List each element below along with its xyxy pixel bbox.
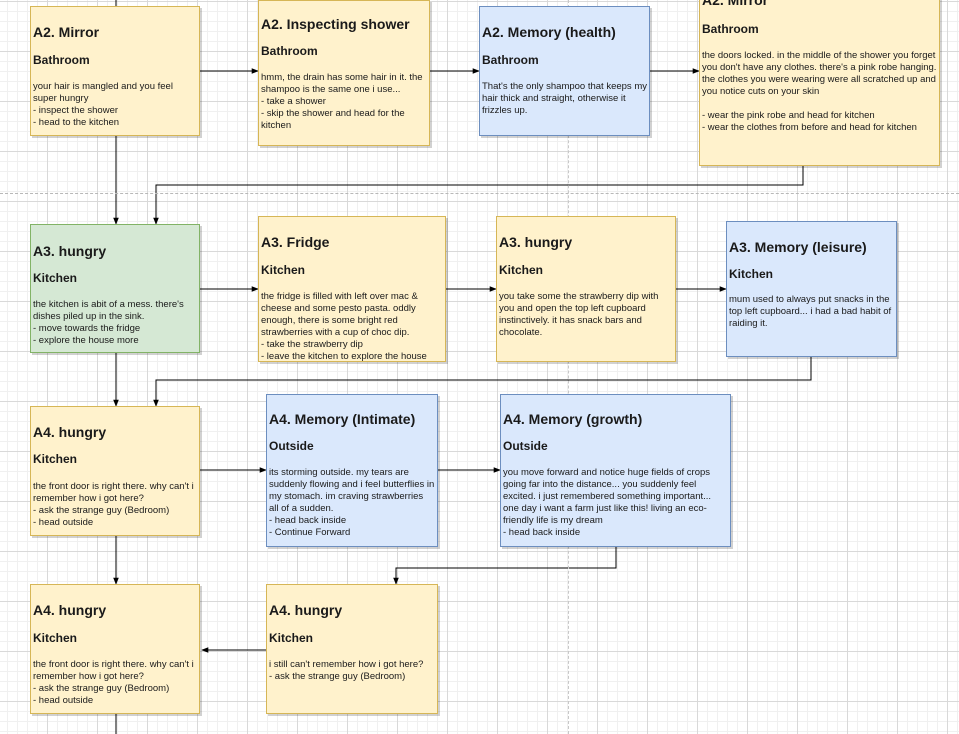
page-break-line [568, 0, 569, 734]
story-card[interactable]: A2. Mirror Bathroom your hair is mangled… [30, 6, 200, 136]
card-location: Bathroom [702, 22, 759, 36]
story-card[interactable]: A4. hungry Kitchen i still can't remembe… [266, 584, 438, 714]
card-location: Bathroom [261, 44, 318, 58]
memory-card[interactable]: A3. Memory (leisure) Kitchen mum used to… [726, 221, 897, 357]
card-location: Bathroom [482, 53, 539, 67]
card-text: you move forward and notice huge fields … [503, 467, 712, 538]
story-card[interactable]: A2. Inspecting shower Bathroom hmm, the … [258, 0, 430, 146]
card-text: its storming outside. my tears are sudde… [269, 467, 435, 538]
card-text: you take some the strawberry dip with yo… [499, 291, 662, 338]
card-location: Outside [503, 439, 548, 453]
card-text: the doors locked. in the middle of the s… [702, 50, 937, 133]
memory-card[interactable]: A2. Memory (health) Bathroom That's the … [479, 6, 650, 136]
card-title: A4. hungry [33, 424, 107, 440]
card-title: A4. Memory (growth) [503, 411, 643, 427]
card-location: Bathroom [33, 53, 90, 67]
card-title: A3. Memory (leisure) [729, 239, 867, 255]
page-break-line [0, 193, 959, 194]
card-title: A3. hungry [499, 234, 573, 250]
card-location: Kitchen [729, 267, 774, 281]
card-text: That's the only shampoo that keeps my ha… [482, 81, 650, 116]
card-location: Kitchen [499, 263, 544, 277]
story-card[interactable]: A4. hungry Kitchen the front door is rig… [30, 584, 200, 714]
card-title: A2. Mirror [33, 24, 100, 40]
connector-arrow [393, 547, 617, 585]
card-location: Kitchen [33, 271, 78, 285]
story-card[interactable]: A4. hungry Kitchen the front door is rig… [30, 406, 200, 536]
card-text: the front door is right there. why can't… [33, 659, 194, 706]
card-text: mum used to always put snacks in the top… [729, 294, 894, 329]
card-text: the fridge is filled with left over mac … [261, 291, 427, 362]
story-card[interactable]: A3. Fridge Kitchen the fridge is filled … [258, 216, 446, 362]
card-location: Kitchen [269, 631, 314, 645]
card-title: A2. Memory (health) [482, 24, 616, 40]
card-title: A2. Inspecting shower [261, 16, 410, 32]
story-card[interactable]: A3. hungry Kitchen you take some the str… [496, 216, 676, 362]
card-text: the front door is right there. why can't… [33, 481, 194, 528]
card-title: A4. Memory (Intimate) [269, 411, 416, 427]
card-location: Outside [269, 439, 314, 453]
story-card[interactable]: A2. Mirror Bathroom the doors locked. in… [699, 0, 940, 166]
card-title: A4. hungry [269, 602, 343, 618]
card-text: your hair is mangled and you feel super … [33, 81, 173, 128]
card-title: A4. hungry [33, 602, 107, 618]
card-text: the kitchen is abit of a mess. there's d… [33, 299, 184, 346]
memory-card[interactable]: A4. Memory (Intimate) Outside its stormi… [266, 394, 438, 547]
memory-card[interactable]: A4. Memory (growth) Outside you move for… [500, 394, 731, 547]
card-text: i still can't remember how i got here? -… [269, 659, 424, 682]
card-location: Kitchen [261, 263, 306, 277]
card-title: A3. hungry [33, 243, 107, 259]
card-title: A2. Mirror [702, 0, 769, 8]
card-text: hmm, the drain has some hair in it. the … [261, 72, 423, 131]
connector-arrow [153, 166, 804, 225]
card-location: Kitchen [33, 452, 78, 466]
card-location: Kitchen [33, 631, 78, 645]
card-title: A3. Fridge [261, 234, 330, 250]
current-node-card[interactable]: A3. hungry Kitchen the kitchen is abit o… [30, 224, 200, 353]
